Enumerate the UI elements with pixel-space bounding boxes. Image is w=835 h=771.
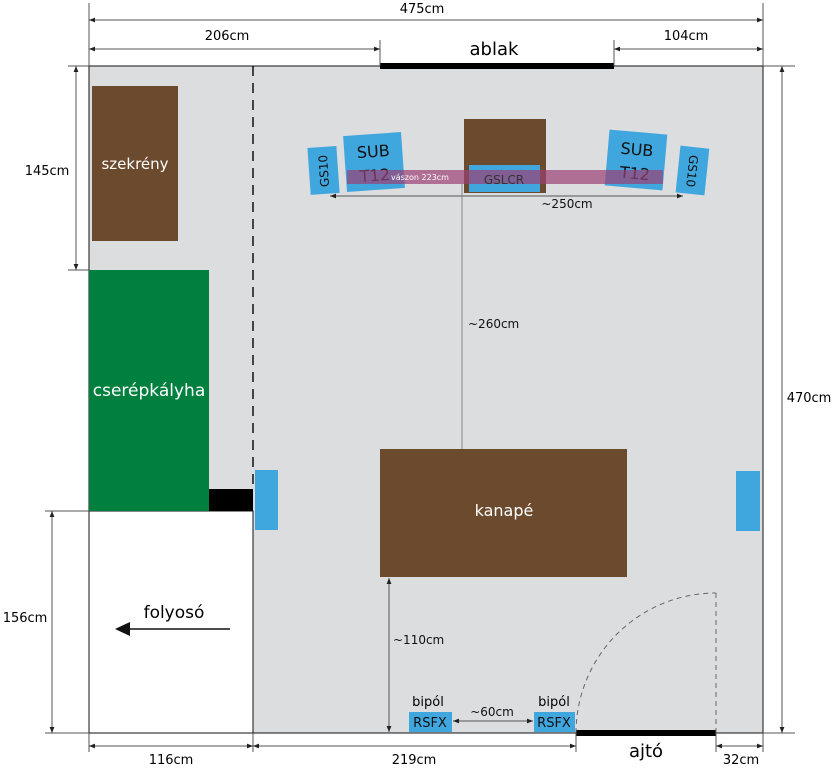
front-right-label: GS10: [683, 154, 700, 187]
sofa[interactable]: [380, 449, 627, 577]
door-to-corner-label: 32cm: [723, 753, 759, 768]
door-swing-arc: [575, 592, 717, 734]
rsfx-right[interactable]: [534, 712, 575, 732]
total-height-label: 470cm: [787, 391, 832, 406]
speaker-span-label: ~250cm: [541, 197, 592, 211]
front-left-label: GS10: [316, 154, 332, 187]
wardrobe[interactable]: [92, 86, 178, 241]
surround-right[interactable]: [736, 471, 760, 531]
wardrobe-label: szekrény: [101, 155, 168, 173]
wall-to-door-label: 219cm: [392, 753, 437, 768]
rsfx-left[interactable]: [409, 712, 452, 732]
door[interactable]: [576, 730, 716, 736]
center-speaker-label: GSLCR: [484, 173, 524, 187]
tile-stove-label: cserépkályha: [93, 381, 205, 401]
front-left-speaker[interactable]: GS10: [307, 146, 340, 195]
front-right-speaker[interactable]: GS10: [675, 145, 710, 196]
wardrobe-height-label: 145cm: [25, 164, 70, 179]
surround-left[interactable]: [255, 470, 278, 530]
rsfx-left-label: RSFX: [413, 716, 447, 731]
sub-right-label-1: SUB: [620, 139, 654, 161]
door-label: ajtó: [629, 741, 663, 762]
sofa-label: kanapé: [475, 501, 534, 520]
bipole-left-label: bipól: [412, 695, 444, 710]
bipole-right-label: bipól: [538, 695, 570, 710]
sub-left-label-1: SUB: [356, 141, 390, 162]
window-to-right-label: 104cm: [664, 29, 709, 44]
projection-screen[interactable]: [347, 170, 663, 184]
stove-base: [209, 489, 253, 511]
corridor-arrow-head: [115, 622, 130, 636]
total-width-label: 475cm: [400, 2, 445, 17]
rsfx-gap-label: ~60cm: [470, 705, 514, 719]
dimension-lines: [45, 3, 795, 752]
projection-screen-label: vászon 223cm: [391, 173, 449, 182]
corridor-label: folyosó: [144, 603, 205, 623]
tile-stove[interactable]: [89, 270, 209, 511]
window-label: ablak: [470, 39, 519, 60]
corridor-height-label: 156cm: [3, 611, 48, 626]
sofa-to-wall-label: ~110cm: [393, 633, 444, 647]
corridor-width-label: 116cm: [149, 753, 194, 768]
left-to-window-label: 206cm: [205, 29, 250, 44]
screen-to-sofa-label: ~260cm: [468, 317, 519, 331]
window: [380, 63, 614, 69]
rsfx-right-label: RSFX: [537, 716, 571, 731]
